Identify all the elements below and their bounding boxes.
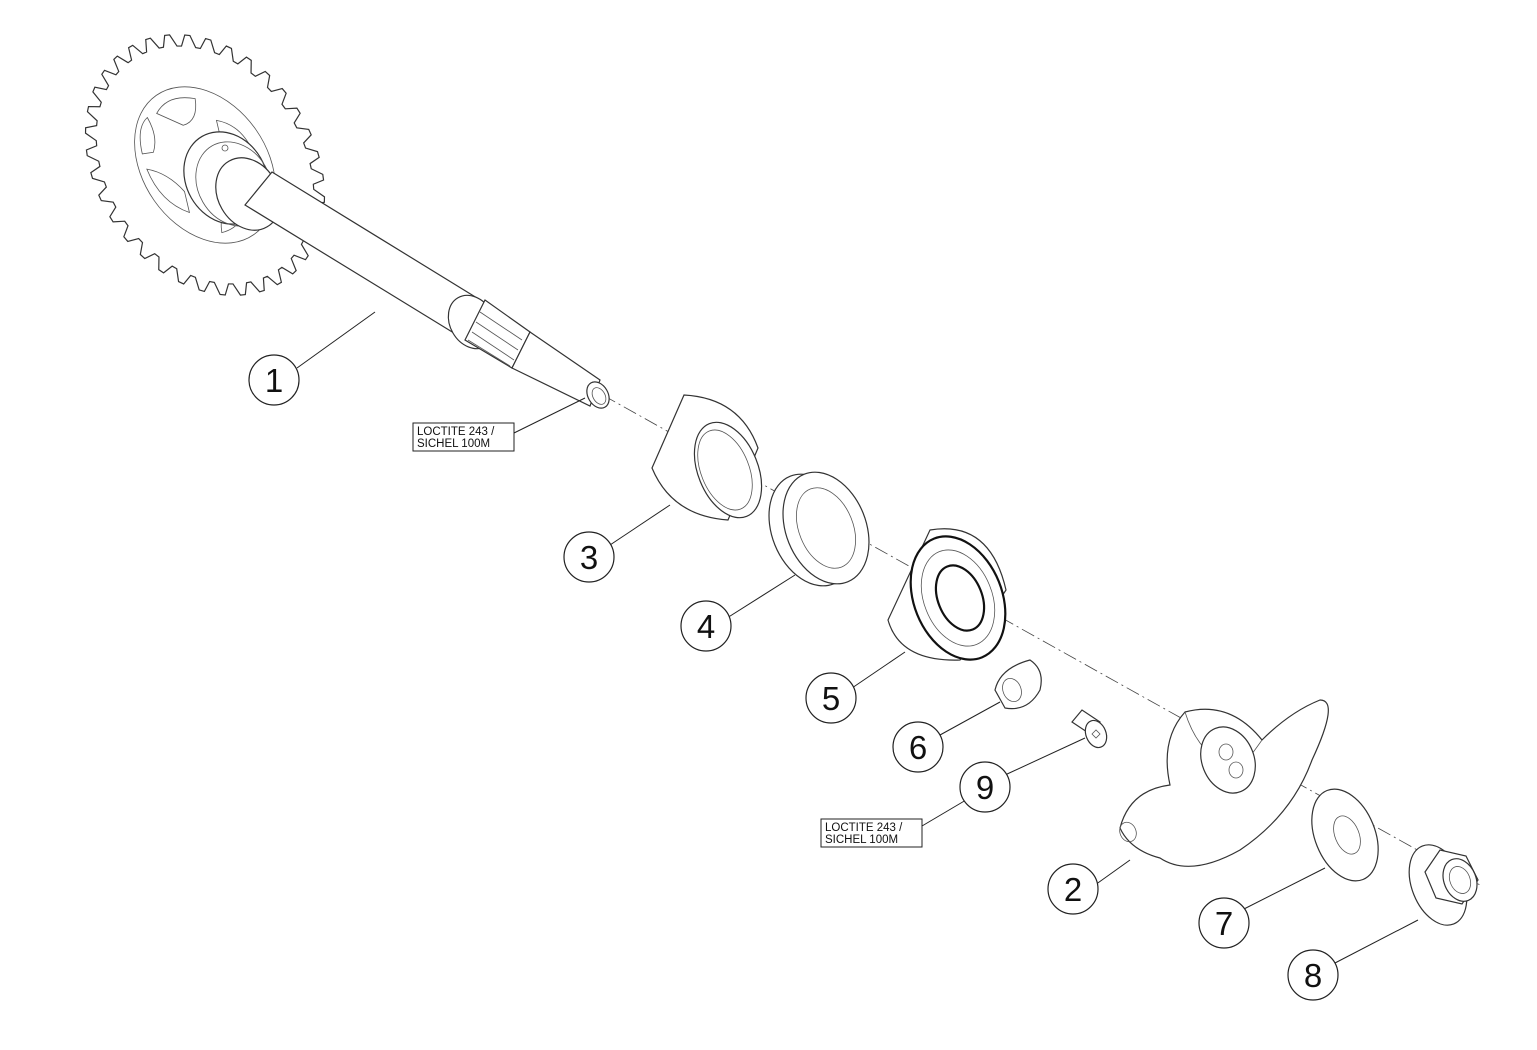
callout-1: 1 <box>248 354 300 406</box>
svg-text:4: 4 <box>697 608 715 645</box>
svg-text:8: 8 <box>1304 957 1322 994</box>
callout-3: 3 <box>563 531 615 583</box>
svg-text:3: 3 <box>580 539 598 576</box>
part-lock-plate <box>994 659 1042 710</box>
callout-2: 2 <box>1047 863 1099 915</box>
callout-9: 9 <box>959 761 1011 813</box>
svg-text:7: 7 <box>1215 905 1233 942</box>
svg-text:9: 9 <box>976 769 994 806</box>
callout-6: 6 <box>892 721 944 773</box>
callout-8: 8 <box>1287 949 1339 1001</box>
callout-7: 7 <box>1198 897 1250 949</box>
leader-lines <box>296 311 1419 964</box>
svg-text:6: 6 <box>909 729 927 766</box>
spline-section <box>447 294 531 369</box>
part-screw <box>1071 709 1108 749</box>
part-seal-ring <box>768 471 870 587</box>
note-label-threadlocker-1: LOCTITE 243 / SICHEL 100M <box>412 422 515 452</box>
callout-5: 5 <box>805 672 857 724</box>
shaft-stub <box>511 331 601 407</box>
svg-text:SICHEL 100M: SICHEL 100M <box>417 438 490 450</box>
part-bearing <box>887 528 1007 661</box>
svg-text:2: 2 <box>1064 871 1082 908</box>
note-label-threadlocker-2: LOCTITE 243 / SICHEL 100M <box>820 818 923 848</box>
part-flange-nut <box>1408 844 1479 926</box>
svg-text:SICHEL 100M: SICHEL 100M <box>825 834 898 846</box>
svg-text:LOCTITE 243 /: LOCTITE 243 / <box>417 426 495 438</box>
part-crank-segment <box>1119 699 1329 867</box>
part-gear-shaft <box>84 34 610 409</box>
part-washer <box>1311 788 1379 882</box>
callout-4: 4 <box>680 600 732 652</box>
svg-text:5: 5 <box>822 680 840 717</box>
svg-text:1: 1 <box>265 362 283 399</box>
part-sleeve <box>651 394 763 521</box>
svg-text:LOCTITE 243 /: LOCTITE 243 / <box>825 822 903 834</box>
gear-hub <box>183 131 281 231</box>
